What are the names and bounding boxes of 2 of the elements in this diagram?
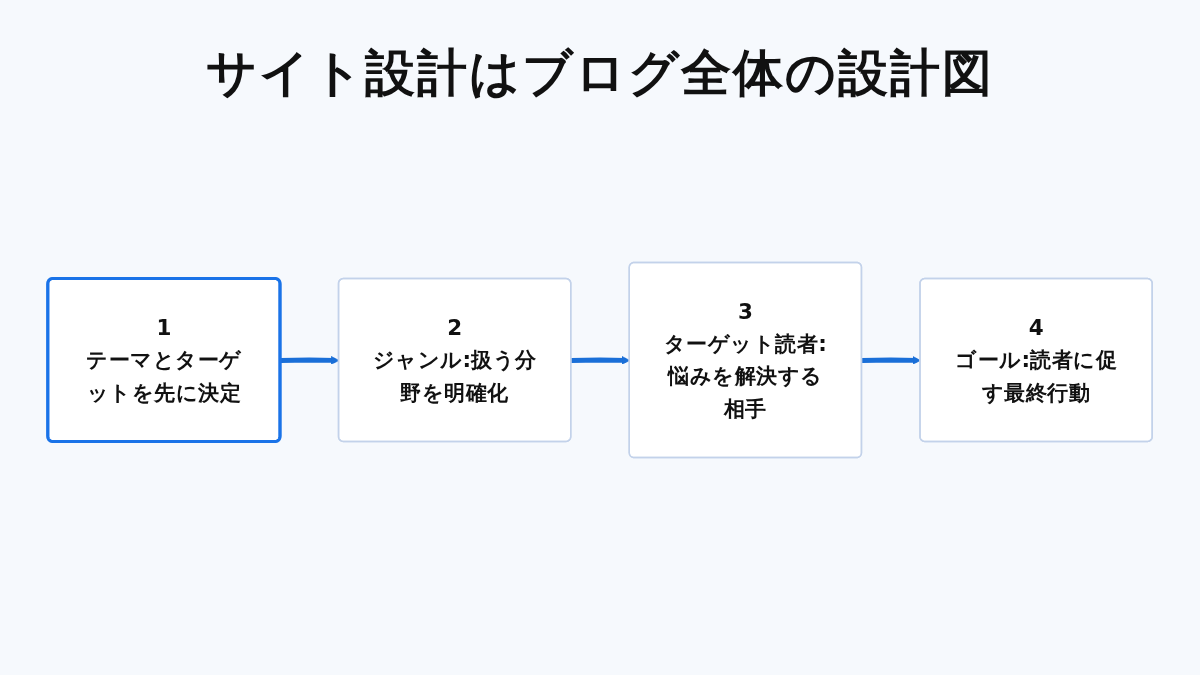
title: サイト設計はブログ全体の設計図	[205, 43, 995, 104]
arrow	[861, 356, 921, 365]
